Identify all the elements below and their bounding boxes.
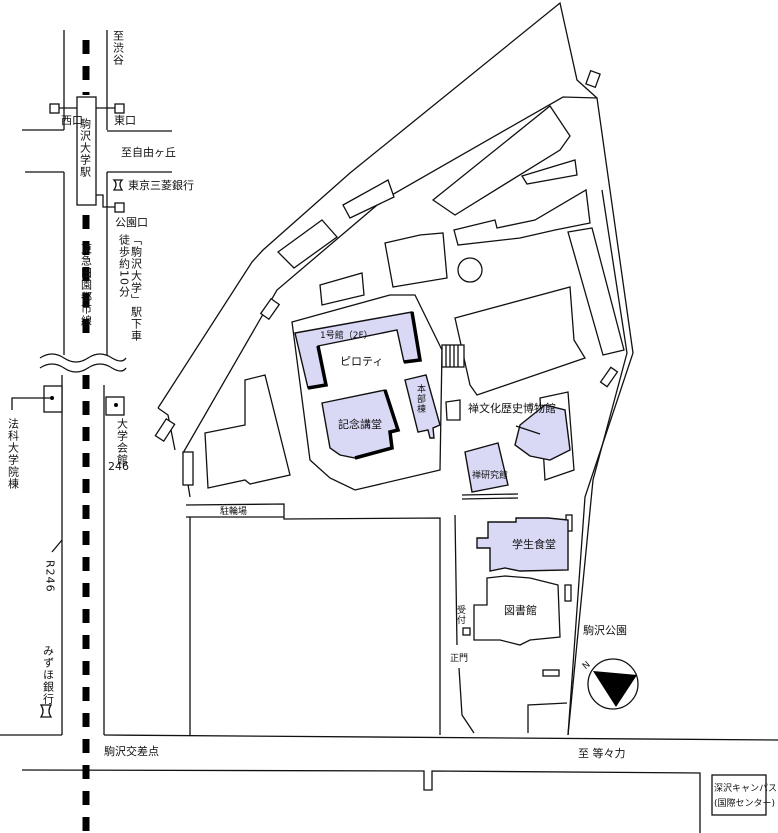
to-shibuya-label: 至渋谷 (112, 30, 125, 66)
law-school-label: 法科大学院棟 (7, 417, 20, 490)
museum-label: 禅文化歴史博物館 (468, 401, 556, 415)
bicycle-parking-label: 駐輪場 (220, 505, 247, 517)
univ-hall-label: 大学会館 (116, 417, 129, 466)
fukasawa-label-2: (国際センター) (714, 797, 775, 809)
cafeteria-building[interactable]: 学生食堂 (476, 517, 569, 572)
station[interactable] (47, 96, 125, 400)
compass-north-arrow-icon: N (581, 658, 639, 710)
library-label: 図書館 (504, 603, 537, 617)
zen-research-label: 禅研究館 (472, 469, 508, 481)
walk-note-2: 「駒沢大学」駅下車 (130, 234, 143, 342)
east-exit-label: 東口 (114, 114, 136, 127)
museum-building[interactable] (514, 404, 571, 461)
to-jiyugaoka-label: 至自由ヶ丘 (121, 145, 176, 159)
stairs (441, 344, 465, 368)
mizuho-label: みずほ銀行 (42, 645, 55, 705)
bank-label: 東京三菱銀行 (128, 178, 194, 192)
main-gate-label: 正門 (450, 653, 468, 664)
building-1[interactable]: 1号館（2F） (294, 311, 423, 390)
sports-field (185, 503, 441, 735)
fukasawa-campus[interactable]: 深沢キャンパス (国際センター) (711, 774, 777, 816)
univ-hall-number: 246 (108, 460, 129, 473)
kinen-koudou[interactable]: 記念講堂 (321, 389, 401, 460)
honbu-building[interactable]: 本部棟 (404, 374, 441, 439)
fukasawa-label-1: 深沢キャンパス (714, 782, 777, 794)
building-1-label: 1号館（2F） (320, 329, 373, 341)
bank-icon (39, 704, 53, 718)
bank-icon (112, 179, 124, 191)
komazawa-park-label: 駒沢公園 (583, 623, 627, 637)
to-todoroki-label: 至 等々力 (578, 746, 626, 760)
walk-note-1: 徒歩約10分 (118, 233, 131, 298)
r246-label: R246 (44, 560, 57, 593)
library-building[interactable]: 図書館 (473, 575, 561, 646)
kinen-label: 記念講堂 (338, 417, 382, 431)
cafeteria-label: 学生食堂 (512, 537, 556, 551)
campus-boundary (157, 1, 634, 736)
reception-label: 受付 (455, 604, 466, 625)
north-label: N (581, 660, 593, 672)
station-name: 駒沢大学駅 (79, 118, 92, 178)
zen-research-building[interactable]: 禅研究館 (464, 442, 509, 493)
intersection-label: 駒沢交差点 (104, 744, 159, 758)
railway-label: 東急田園都市線 (80, 243, 93, 327)
park-exit-label: 公園口 (115, 216, 148, 229)
honbu-label: 本部棟 (415, 383, 426, 414)
route-246-road (0, 30, 778, 833)
west-exit-label: 西口 (61, 114, 83, 127)
piloti-label: ピロティ (340, 355, 383, 368)
